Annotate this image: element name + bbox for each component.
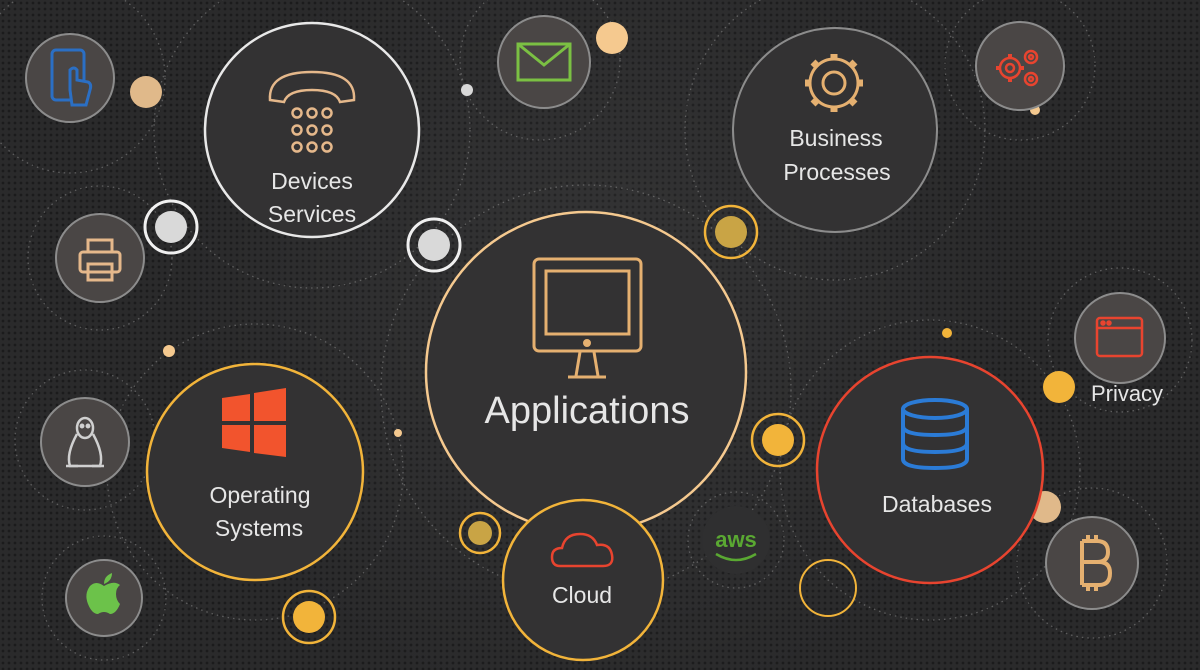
orbit-ring <box>1047 267 1193 413</box>
orbit-ring <box>106 323 404 621</box>
satellite-gears[interactable] <box>975 21 1065 111</box>
node-applications[interactable] <box>424 210 748 534</box>
telephone-icon <box>268 70 356 153</box>
aws-smile <box>715 552 757 562</box>
decor-dot <box>942 328 952 338</box>
decor-dot <box>163 345 175 357</box>
ring-only <box>799 559 857 617</box>
satellite-circle <box>497 15 591 109</box>
satellite-aws[interactable]: aws <box>702 506 770 574</box>
cloud-icon <box>550 532 614 568</box>
operating-label: Operating <box>209 482 311 508</box>
systems-label: Systems <box>214 515 304 541</box>
node-operating-systems[interactable] <box>145 362 365 582</box>
devices-label: Devices <box>271 168 353 194</box>
decor-dot <box>130 76 162 108</box>
ringed-dot <box>406 217 462 273</box>
processes-label: Processes <box>783 159 891 185</box>
satellite-bitcoin[interactable] <box>1045 516 1139 610</box>
business-label: Business <box>789 125 883 151</box>
devices-services-circle <box>203 21 421 239</box>
ringed-dot <box>458 511 502 555</box>
databases-label: Databases <box>882 491 992 517</box>
ringed-dot <box>715 216 747 248</box>
orbit-ring <box>687 491 785 589</box>
satellite-tablet[interactable] <box>25 33 115 123</box>
apple-logo-icon <box>86 573 120 614</box>
linux-penguin-icon <box>66 416 104 468</box>
ringed-dot <box>750 412 806 468</box>
decor-dot <box>1043 371 1075 403</box>
aws-logo-icon: aws <box>715 527 757 552</box>
monitor-icon <box>532 257 643 379</box>
ringed-dot <box>762 424 794 456</box>
decor-dots <box>130 22 1075 645</box>
satellite-circle <box>40 397 130 487</box>
decor-dot <box>394 429 402 437</box>
ringed-dot <box>143 199 199 255</box>
satellite-printer[interactable] <box>55 213 145 303</box>
privacy-circle <box>1074 292 1166 384</box>
bitcoin-icon <box>1080 535 1113 591</box>
database-icon <box>901 398 969 471</box>
orbit-ring <box>684 0 986 281</box>
windows-logo-icon <box>222 388 286 457</box>
tablet-touch-icon <box>50 48 93 107</box>
orbit-ring <box>41 535 167 661</box>
node-privacy[interactable] <box>1074 292 1166 384</box>
satellite-mail[interactable] <box>497 15 591 109</box>
operating-systems-circle <box>145 362 365 582</box>
node-business-processes[interactable] <box>732 27 938 233</box>
satellite-circle <box>55 213 145 303</box>
applications-label: Applications <box>484 390 690 432</box>
satellite-linux[interactable] <box>40 397 130 487</box>
gear-icon <box>805 54 863 112</box>
ringed-dot <box>418 229 450 261</box>
node-cloud[interactable] <box>501 498 665 662</box>
orbit-ring <box>779 319 1081 621</box>
ringed-dot <box>703 204 759 260</box>
ringed-dot <box>293 601 325 633</box>
databases-circle <box>815 355 1045 585</box>
decor-dot <box>596 22 628 54</box>
gears-icon <box>996 49 1039 87</box>
business-processes-circle <box>732 27 938 233</box>
envelope-icon <box>516 42 572 82</box>
orbit-ring <box>153 0 471 289</box>
orbit-ring <box>380 184 792 596</box>
decor-dot <box>461 84 473 96</box>
services-label: Services <box>267 201 357 227</box>
ringed-dot <box>155 211 187 243</box>
ringed-dot <box>281 589 337 645</box>
cloud-circle <box>501 498 665 662</box>
node-devices-services[interactable] <box>203 21 421 239</box>
orbit-ring <box>1016 487 1168 639</box>
node-databases[interactable] <box>815 355 1045 585</box>
orbit-ring <box>944 0 1096 141</box>
privacy-label: Privacy <box>1090 381 1164 406</box>
printer-icon <box>78 238 122 282</box>
browser-window-icon <box>1095 316 1144 358</box>
cloud-label: Cloud <box>551 582 613 608</box>
orbit-ring <box>27 185 173 331</box>
orbit-ring <box>0 0 166 174</box>
ringed-dot <box>468 521 492 545</box>
satellite-apple[interactable] <box>65 559 143 637</box>
orbit-ring <box>459 0 621 141</box>
